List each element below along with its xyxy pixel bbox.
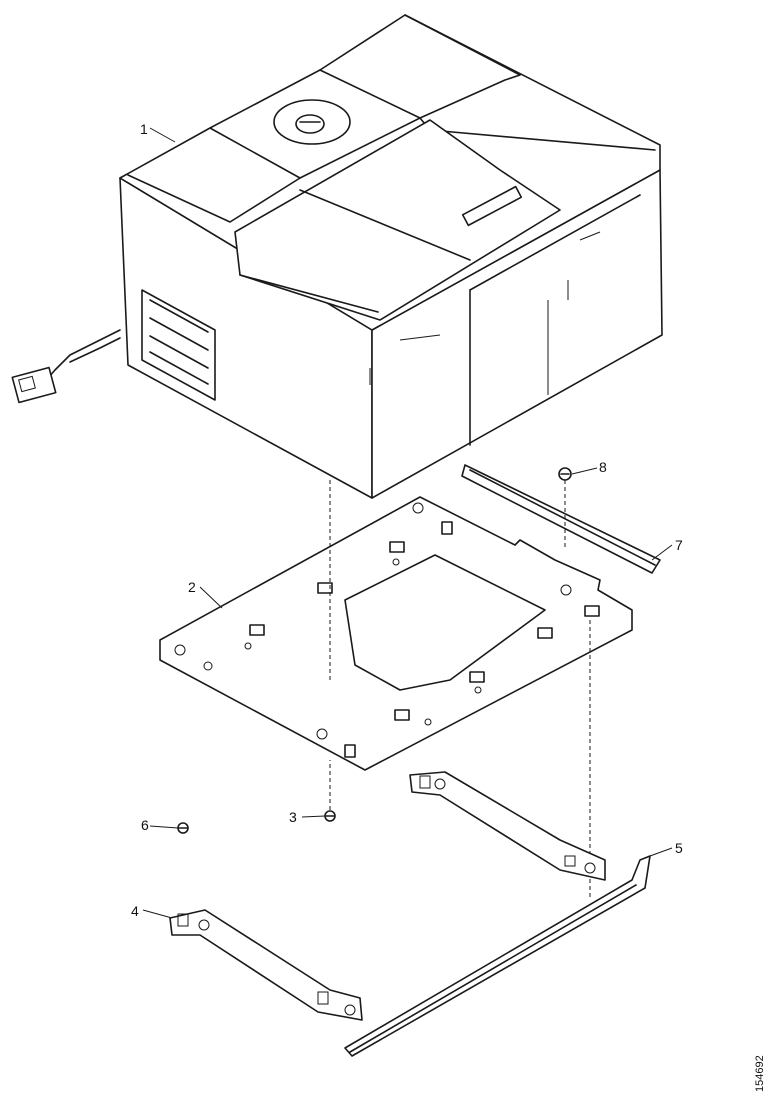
- part-8-screw: [558, 467, 572, 550]
- part-5-strap: [344, 855, 651, 1057]
- part-3-screw: [324, 760, 336, 822]
- callout-7: 7: [675, 537, 683, 553]
- part-6-screw: [177, 822, 189, 834]
- callout-2: 2: [188, 579, 196, 595]
- callout-1: 1: [140, 121, 148, 137]
- part-4-bracket: [169, 909, 363, 1021]
- bracket-upper-right: [409, 771, 606, 881]
- part-1-housing: [11, 14, 663, 499]
- part-7-rail: [461, 464, 661, 574]
- vent-grille: [141, 289, 216, 401]
- callout-3: 3: [289, 809, 297, 825]
- drawing-code: 154692: [754, 1055, 766, 1092]
- power-cord-plug: [11, 329, 121, 404]
- callout-6: 6: [141, 817, 149, 833]
- leader-lines: [142, 127, 673, 919]
- callout-4: 4: [131, 903, 139, 919]
- callout-5: 5: [675, 840, 683, 856]
- part-2-mounting-plate: [159, 496, 633, 771]
- callout-8: 8: [599, 459, 607, 475]
